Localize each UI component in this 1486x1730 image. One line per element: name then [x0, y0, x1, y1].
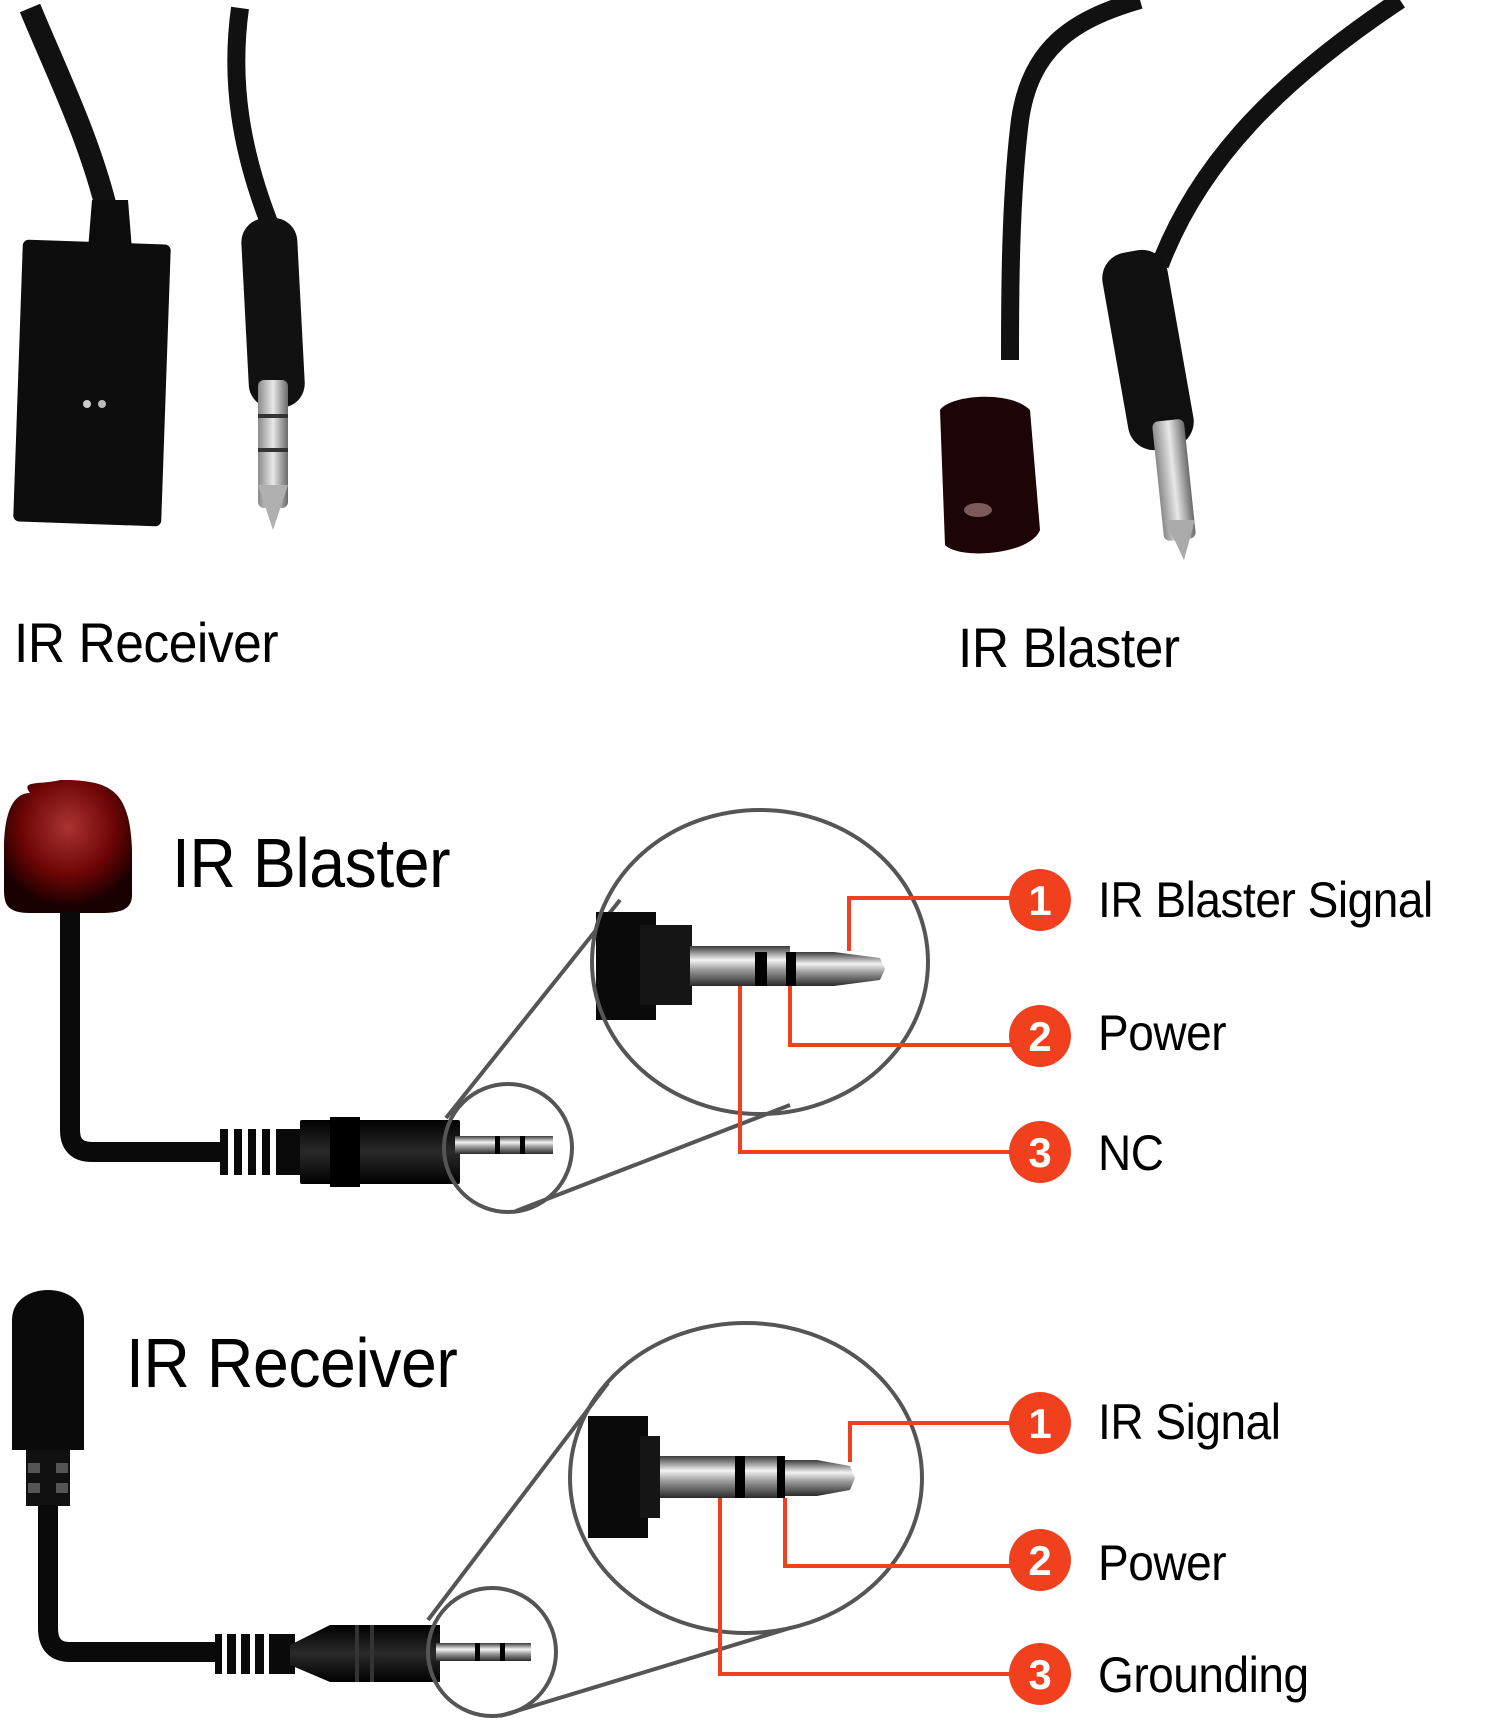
receiver-pin-leaders	[718, 1421, 1040, 1676]
blaster-zoom-line-lower	[515, 1103, 791, 1213]
diagram-title-ir-blaster: IR Blaster	[172, 824, 451, 902]
photo-ir-receiver	[13, 3, 305, 530]
receiver-zoom-line-upper	[426, 1381, 610, 1622]
receiver-head-icon	[12, 1290, 84, 1450]
diagram-ir-receiver: 1 2 3	[12, 1290, 1071, 1718]
receiver-module	[13, 239, 171, 527]
pin-badge-number: 1	[1028, 877, 1051, 924]
pin-label-blaster-3: NC	[1098, 1125, 1164, 1181]
receiver-cable	[38, 1505, 220, 1662]
blaster-cable-left	[1001, 0, 1143, 361]
blaster-zoom-line-upper	[444, 898, 622, 1120]
receiver-large-jack	[588, 1416, 855, 1538]
receiver-strain-relief	[88, 200, 132, 250]
blaster-small-plug	[220, 1117, 553, 1187]
receiver-plug-body	[241, 217, 305, 409]
pin-badge-3	[1009, 1643, 1071, 1705]
pin-label-receiver-3: Grounding	[1098, 1647, 1309, 1703]
blaster-large-magnifier	[590, 808, 930, 1116]
pin-label-receiver-2: Power	[1098, 1535, 1227, 1591]
pin-label-blaster-1: IR Blaster Signal	[1098, 872, 1433, 928]
receiver-cable-left	[19, 3, 119, 218]
receiver-pin-badges: 1 2 3	[1009, 1392, 1071, 1705]
pin-label-blaster-2: Power	[1098, 1005, 1227, 1061]
pin-label-receiver-1: IR Signal	[1098, 1394, 1281, 1450]
pin-badge-number: 2	[1028, 1013, 1051, 1060]
pin-badge-2	[1009, 1529, 1071, 1591]
blaster-cable-right	[1151, 0, 1405, 269]
pin-badge-number: 3	[1028, 1651, 1051, 1698]
receiver-small-magnifier	[426, 1586, 558, 1718]
pin-badge-2	[1009, 1005, 1071, 1067]
pin-badge-number: 1	[1028, 1400, 1051, 1447]
photo-ir-blaster	[940, 0, 1405, 560]
blaster-bulb-icon	[4, 780, 132, 913]
blaster-plug-pin	[1152, 419, 1196, 541]
pin-badge-number: 3	[1028, 1129, 1051, 1176]
diagram-ir-blaster: 1 2 3	[4, 780, 1071, 1214]
pin-badge-number: 2	[1028, 1537, 1051, 1584]
blaster-pin-badges: 1 2 3	[1009, 869, 1071, 1183]
receiver-plug-pin	[258, 380, 288, 508]
blaster-pin-leaders	[738, 896, 1040, 1154]
pin-badge-1	[1009, 1392, 1071, 1454]
receiver-small-plug	[215, 1625, 531, 1682]
receiver-large-magnifier	[568, 1321, 924, 1635]
pin-badge-3	[1009, 1121, 1071, 1183]
receiver-window	[83, 400, 91, 408]
pin-badge-1	[1009, 869, 1071, 931]
receiver-zoom-line-lower	[499, 1626, 791, 1718]
receiver-cable-right	[227, 6, 281, 234]
blaster-plug-body	[1102, 249, 1194, 451]
blaster-small-magnifier	[442, 1082, 574, 1214]
photo-caption-ir-receiver: IR Receiver	[14, 611, 279, 674]
photo-caption-ir-blaster: IR Blaster	[958, 616, 1180, 679]
blaster-head	[940, 396, 1040, 554]
blaster-large-jack	[596, 912, 885, 1020]
diagram-title-ir-receiver: IR Receiver	[126, 1324, 458, 1402]
blaster-cable	[60, 912, 225, 1162]
